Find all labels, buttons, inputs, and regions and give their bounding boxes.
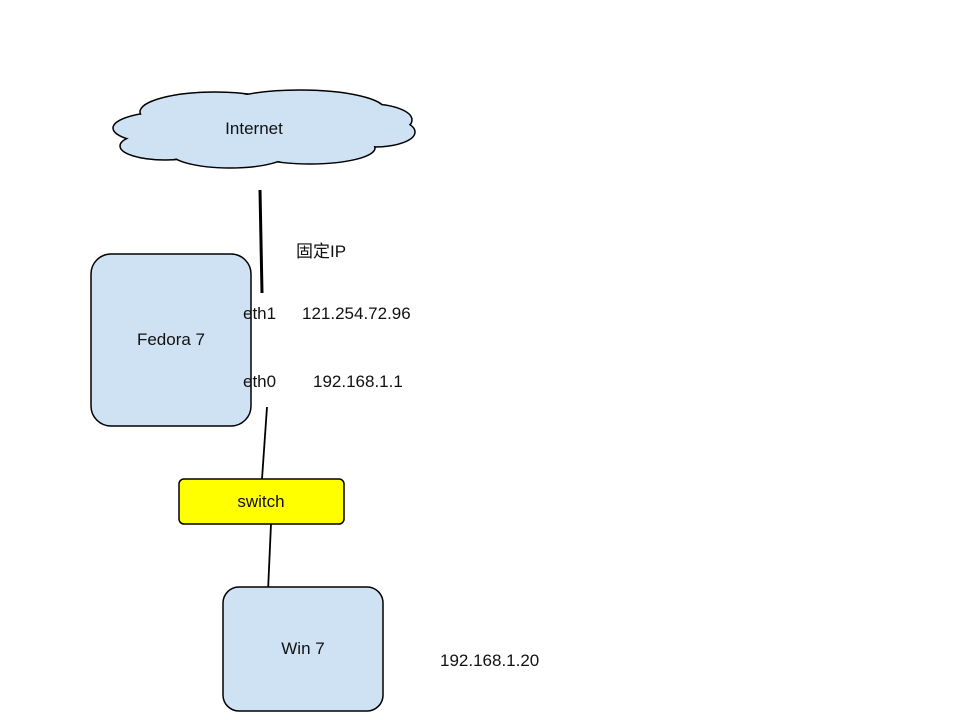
eth1-label: eth1 [243, 304, 277, 323]
switch-box [178, 478, 345, 525]
fedora-label: Fedora 7 [136, 330, 206, 349]
internet-fedora-link [258, 189, 264, 294]
win-box [222, 586, 384, 712]
eth1-ip-label: 121.254.72.96 [302, 304, 411, 323]
fedora-box [90, 253, 252, 427]
win-ip-label: 192.168.1.20 [440, 651, 540, 670]
switch-win-link [267, 523, 272, 592]
eth0-ip-label: 192.168.1.1 [313, 372, 403, 391]
internet-label: Internet [225, 119, 283, 138]
win-label: Win 7 [281, 639, 325, 658]
eth0-label: eth0 [243, 372, 277, 391]
fedora-switch-link [261, 406, 268, 480]
static-ip-label: 固定IP [296, 242, 347, 261]
internet-cloud [112, 89, 416, 169]
switch-label: switch [237, 492, 285, 511]
